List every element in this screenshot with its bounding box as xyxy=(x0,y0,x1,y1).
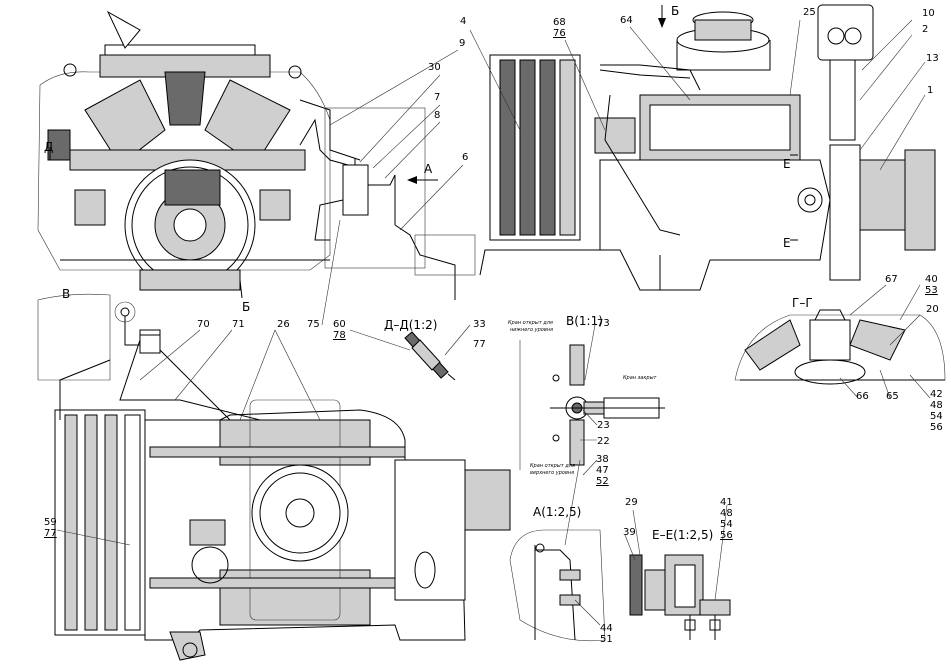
callout-6: 6 xyxy=(462,152,469,163)
callout-26: 26 xyxy=(277,319,290,330)
view-marker-d: Д xyxy=(44,140,54,154)
callout-60: 60 xyxy=(333,319,346,330)
callout-30: 30 xyxy=(428,62,441,73)
front-view-engine xyxy=(37,10,361,299)
callout-23: 23 xyxy=(597,420,610,431)
callout-40: 40 xyxy=(925,274,938,285)
callout-65: 65 xyxy=(886,391,899,402)
note-open-lower-l1: Кран открыт для xyxy=(508,320,553,326)
detail-ee xyxy=(629,554,731,640)
section-markers xyxy=(49,147,798,323)
plan-fuel-lines xyxy=(59,307,261,421)
callout-67: 67 xyxy=(885,274,898,285)
view-marker-a: А xyxy=(424,162,433,176)
fuel-line-front xyxy=(299,107,476,300)
callout-48a: 48 xyxy=(930,400,943,411)
callout-75: 75 xyxy=(307,319,320,330)
detail-gg xyxy=(734,309,946,385)
callout-39: 39 xyxy=(623,527,636,538)
plan-view-engine xyxy=(37,293,511,661)
callout-4: 4 xyxy=(460,16,467,27)
view-marker-e-upper: Е xyxy=(783,157,791,171)
callout-59: 59 xyxy=(44,517,57,528)
section-title-ee: Е–Е(1:2,5) xyxy=(652,528,714,542)
callout-77a: 77 xyxy=(473,339,486,350)
note-open-upper-l2: верхнего уровня xyxy=(530,470,575,476)
callout-20: 20 xyxy=(926,304,939,315)
callout-22: 22 xyxy=(597,436,610,447)
leader-lines xyxy=(56,19,931,626)
detail-dd xyxy=(404,331,456,381)
callout-56a: 56 xyxy=(930,422,943,433)
callout-47: 47 xyxy=(596,465,609,476)
detail-a xyxy=(509,529,606,642)
callout-54b: 54 xyxy=(720,519,733,530)
callout-68: 68 xyxy=(553,17,566,28)
callout-38: 38 xyxy=(596,454,609,465)
callout-56b: 56 xyxy=(720,530,733,541)
section-title-gg: Г–Г xyxy=(792,296,813,310)
section-title-a: А(1:2,5) xyxy=(533,505,582,519)
note-open-lower-l2: нижнего уровня xyxy=(510,327,554,333)
callout-66: 66 xyxy=(856,391,869,402)
callout-70: 70 xyxy=(197,319,210,330)
view-marker-e-lower: Е xyxy=(783,236,791,250)
callout-48b: 48 xyxy=(720,508,733,519)
callout-52: 52 xyxy=(596,476,609,487)
note-closed: Кран закрыт xyxy=(623,375,657,381)
callout-1: 1 xyxy=(927,85,934,96)
callout-8: 8 xyxy=(434,110,441,121)
callout-25: 25 xyxy=(803,7,816,18)
callout-7: 7 xyxy=(434,92,441,103)
detail-v-valve xyxy=(519,340,665,470)
callout-64: 64 xyxy=(620,15,633,26)
callout-78: 78 xyxy=(333,330,346,341)
callout-9: 9 xyxy=(459,38,466,49)
view-arrow-a xyxy=(407,176,438,184)
view-marker-b-top: Б xyxy=(671,4,680,18)
callout-44: 44 xyxy=(600,623,613,634)
callout-51: 51 xyxy=(600,634,613,645)
callout-29: 29 xyxy=(625,497,638,508)
callout-33: 33 xyxy=(473,319,486,330)
callout-2: 2 xyxy=(922,24,929,35)
note-open-upper-l1: Кран открыт для xyxy=(530,463,575,469)
section-title-dd: Д–Д(1:2) xyxy=(384,318,438,332)
callout-77b: 77 xyxy=(44,528,57,539)
callout-13: 13 xyxy=(926,53,939,64)
callout-73: 73 xyxy=(597,318,610,329)
view-marker-b-mid: Б xyxy=(242,300,251,314)
callout-41: 41 xyxy=(720,497,733,508)
section-title-v: В(1:1) xyxy=(566,314,603,328)
side-view-engine xyxy=(479,4,936,291)
callout-54a: 54 xyxy=(930,411,943,422)
callout-10: 10 xyxy=(922,8,935,19)
callout-42: 42 xyxy=(930,389,943,400)
callout-71: 71 xyxy=(232,319,245,330)
view-marker-v: В xyxy=(62,287,71,301)
callout-76: 76 xyxy=(553,28,566,39)
callout-53: 53 xyxy=(925,285,938,296)
